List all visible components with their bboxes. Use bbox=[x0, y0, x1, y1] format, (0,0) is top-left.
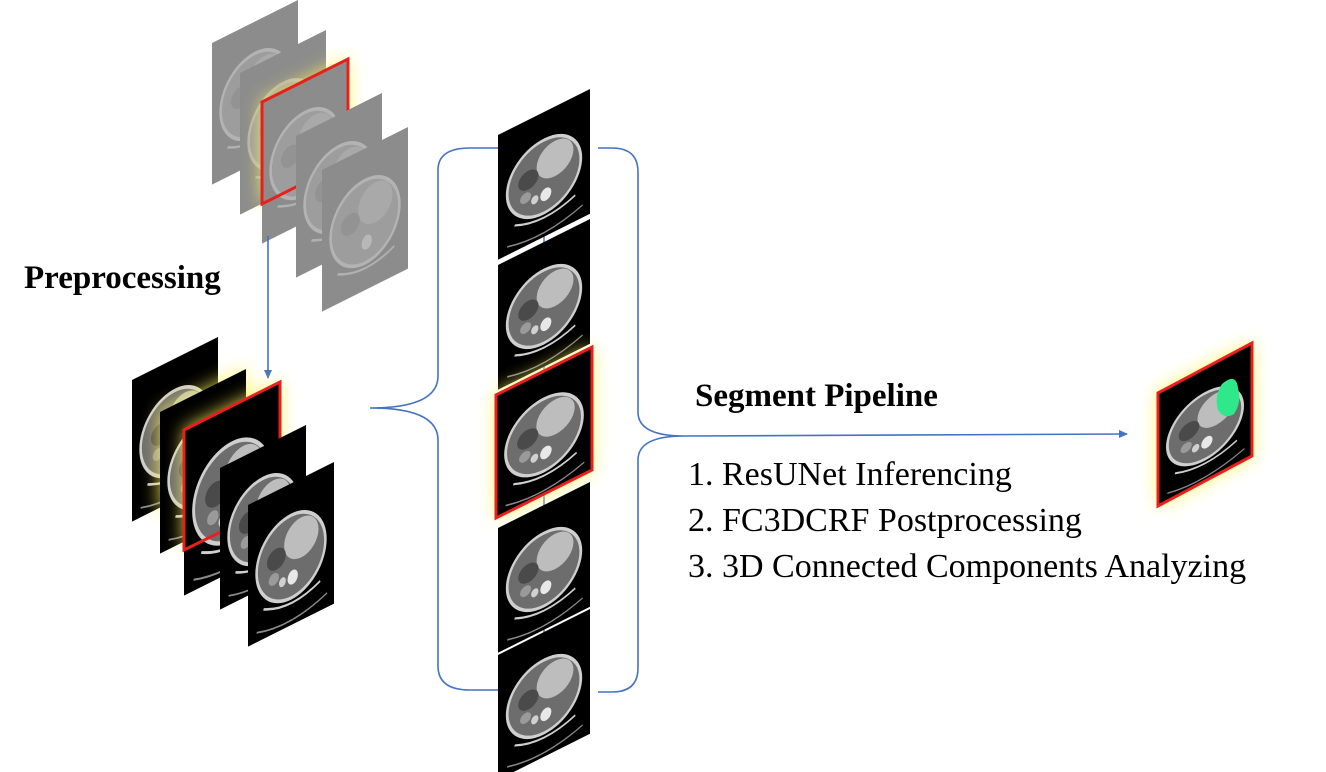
pipeline-step-2: 2. FC3DCRF Postprocessing bbox=[688, 502, 1082, 539]
output-segmented-slice bbox=[1156, 340, 1254, 509]
preprocessed-volume-stack bbox=[130, 335, 336, 649]
pipeline-step-1: 1. ResUNet Inferencing bbox=[688, 456, 1012, 493]
pipeline-step-3: 3. 3D Connected Components Analyzing bbox=[688, 548, 1247, 585]
left-brace bbox=[369, 147, 500, 691]
segment-pipeline-label: Segment Pipeline bbox=[695, 378, 938, 414]
preprocessing-label: Preprocessing bbox=[24, 260, 221, 296]
slice-sequence bbox=[494, 87, 594, 772]
segment-pipeline-arrow bbox=[683, 430, 1128, 439]
sequence-slice-highlight-border bbox=[494, 344, 594, 521]
right-brace bbox=[598, 147, 685, 693]
segmentation-mask bbox=[1216, 378, 1240, 417]
output-slice-highlight-border bbox=[1156, 340, 1254, 509]
raw-volume-stack bbox=[210, 0, 410, 314]
